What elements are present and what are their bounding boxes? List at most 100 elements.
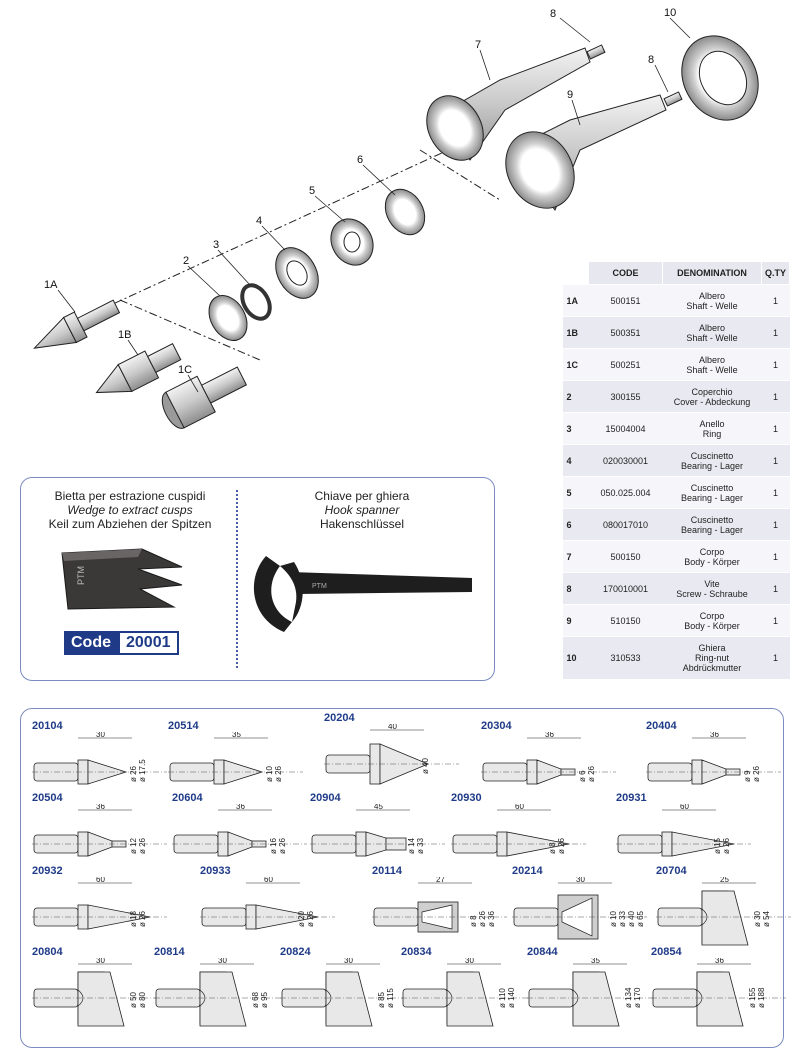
denomination-line: Cover - Abdeckung: [673, 396, 751, 407]
row-qty: 1: [761, 380, 790, 413]
col-denomination: DENOMINATION: [662, 261, 762, 285]
cusps-catalogue-box: [20, 708, 784, 1048]
callout-6: 6: [357, 154, 363, 166]
cusp-dimension: ø 12: [129, 837, 138, 854]
cusp-dimension: 45: [374, 804, 383, 811]
denomination-line: Shaft - Welle: [686, 300, 738, 311]
cusp-dimension: ø 40: [627, 910, 636, 927]
row-qty: 1: [761, 316, 790, 349]
hook-spanner-image: PTM: [253, 556, 472, 632]
row-ref: 1A: [562, 284, 589, 317]
row-qty: 1: [761, 476, 790, 509]
part-1c-cusp: [161, 366, 248, 429]
part-4-bearing: [275, 247, 319, 299]
denomination-line: Cuscinetto: [690, 482, 734, 493]
row-code: 500150: [588, 540, 663, 573]
denomination-line: Bearing - Lager: [680, 460, 744, 471]
cusp-dimension: 36: [710, 732, 719, 739]
denomination-line: Albero: [698, 322, 725, 333]
cusp-code: 20214: [512, 865, 543, 877]
code-value: 20001: [118, 631, 179, 655]
cusp-dimension: ø 26: [129, 765, 138, 782]
denomination-line: Body - Körper: [684, 556, 740, 567]
cusp-dimension: ø 30: [753, 910, 762, 927]
callout-10: 10: [664, 7, 676, 19]
row-ref: 1B: [562, 316, 589, 349]
part-1b-cusp: [95, 342, 182, 394]
cusp-code: 20604: [172, 792, 203, 804]
cusp-code: 20204: [324, 712, 355, 724]
denomination-line: Cuscinetto: [690, 450, 734, 461]
tools-divider: [236, 490, 238, 668]
row-code: 510150: [588, 604, 663, 637]
col-code: CODE: [588, 261, 663, 285]
row-code: 15004004: [588, 412, 663, 445]
cusp-dimension: 30: [218, 958, 227, 965]
cusp-code: 20931: [616, 792, 647, 804]
cusp-dimension: ø 26: [138, 837, 147, 854]
cusp-code: 20704: [656, 865, 687, 877]
wedge-caption-it: Bietta per estrazione cuspidi: [54, 489, 206, 503]
row-ref: 10: [562, 636, 589, 680]
row-code: 050.025.004: [588, 476, 663, 509]
row-ref: 8: [562, 572, 589, 605]
denomination-line: Shaft - Welle: [686, 332, 738, 343]
cusp-dimension: ø 170: [633, 987, 642, 1008]
cusp-dimension: ø 10: [609, 910, 618, 927]
denomination-line: Anello: [699, 418, 725, 429]
row-qty: 1: [761, 604, 790, 637]
denomination-line: Abdrückmutter: [682, 663, 742, 673]
cusp-code: 20834: [401, 946, 432, 958]
cusp-dimension: ø 26: [274, 765, 283, 782]
denomination-line: Screw - Schraube: [676, 588, 748, 599]
cusp-dimension: ø 40: [421, 757, 430, 774]
row-ref: 9: [562, 604, 589, 637]
cusp-dimension: 30: [96, 958, 105, 965]
cusp-dimension: ø 10: [265, 765, 274, 782]
row-code: 300155: [588, 380, 663, 413]
denomination-line: Albero: [698, 354, 725, 365]
callout-9: 9: [567, 89, 573, 101]
cusp-dimension: ø 188: [757, 987, 766, 1008]
callout-2: 2: [183, 255, 189, 267]
cusp-dimension: 30: [465, 958, 474, 965]
spanner-brand: PTM: [312, 583, 327, 590]
cusp-dimension: ø 33: [416, 837, 425, 854]
row-ref: 6: [562, 508, 589, 541]
cusp-dimension: ø 115: [386, 988, 395, 1008]
part-10-ring-nut: [681, 35, 759, 121]
code-label: Code: [64, 631, 118, 655]
col-qty: Q.TY: [761, 261, 790, 285]
part-6-needle-bearing: [384, 188, 426, 236]
row-ref: 4: [562, 444, 589, 477]
callout-3: 3: [213, 239, 219, 251]
cusp-dimension: 60: [515, 804, 524, 811]
cusp-dimension: ø 134: [624, 987, 633, 1008]
cusp-dimension: ø 54: [762, 910, 771, 927]
part-2-cover: [208, 295, 248, 341]
row-ref: 1C: [562, 348, 589, 381]
part-8-screw-top: [586, 44, 606, 60]
callout-5: 5: [309, 185, 315, 197]
cusp-dimension: ø 16: [269, 837, 278, 854]
callout-7: 7: [475, 39, 481, 51]
row-code: 500151: [588, 284, 663, 317]
